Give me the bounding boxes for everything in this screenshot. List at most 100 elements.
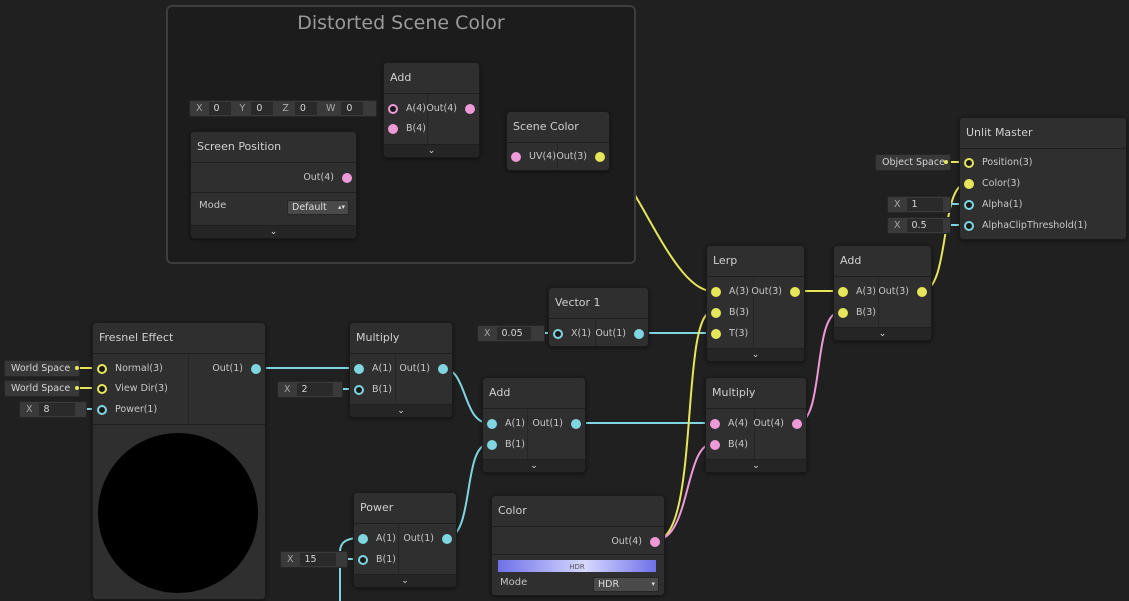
collapse-button[interactable]: ⌄ (354, 574, 456, 587)
port-dot-icon (634, 329, 644, 339)
node-title: Lerp (707, 246, 804, 277)
port-a[interactable]: A(3) (707, 285, 749, 299)
port-view-dir[interactable]: View Dir(3) (93, 382, 168, 396)
scene-color-node[interactable]: Scene Color UV(4) Out(3) (506, 111, 610, 171)
multiply-node-right[interactable]: Multiply A(4) B(4) Out(4) ⌄ (705, 377, 807, 473)
port-dot-icon (650, 537, 660, 547)
up-down-arrow-icon: ▾ (651, 580, 655, 588)
add-node-top[interactable]: Add A(4) B(4) Out(4) ⌄ (383, 62, 480, 158)
port-out[interactable]: Out(1) (399, 362, 452, 376)
mode-dropdown[interactable]: HDR▾ (593, 577, 659, 592)
chevron-down-icon: ⌄ (752, 461, 760, 471)
x-value[interactable]: 0 (208, 102, 231, 115)
alpha-clip-value[interactable]: 0.5 (906, 219, 943, 232)
port-a[interactable]: A(1) (354, 532, 396, 546)
node-title: Multiply (350, 323, 452, 354)
port-out[interactable]: Out(3) (751, 285, 804, 299)
port-color[interactable]: Color(3) (960, 177, 1020, 191)
port-a[interactable]: A(4) (384, 102, 426, 116)
port-t[interactable]: T(3) (707, 327, 748, 341)
port-out[interactable]: Out(4) (426, 102, 479, 116)
collapse-button[interactable]: ⌄ (350, 404, 452, 417)
port-x[interactable]: X(1) (549, 327, 591, 341)
vector1-x-value[interactable]: 0.05 (496, 327, 531, 340)
vector1-node[interactable]: Vector 1 X(1) Out(1) (548, 287, 649, 347)
port-a[interactable]: A(1) (350, 362, 392, 376)
port-dot-icon (465, 104, 475, 114)
port-dot-icon (571, 419, 581, 429)
fresnel-effect-node[interactable]: Fresnel Effect Normal(3) View Dir(3) Pow… (92, 322, 266, 600)
port-power[interactable]: Power(1) (93, 403, 157, 417)
port-a[interactable]: A(1) (483, 417, 525, 431)
collapse-button[interactable]: ⌄ (384, 144, 479, 157)
port-out[interactable]: Out(3) (556, 150, 609, 164)
port-dot-icon (388, 104, 398, 114)
port-a[interactable]: A(4) (706, 417, 748, 431)
port-a[interactable]: A(3) (834, 285, 876, 299)
node-title: Scene Color (507, 112, 609, 143)
port-out[interactable]: Out(1) (403, 532, 456, 546)
port-out[interactable]: Out(4) (753, 417, 806, 431)
object-space-pill[interactable]: Object Space (875, 154, 951, 171)
port-b[interactable]: B(1) (354, 553, 396, 567)
mode-dropdown[interactable]: Default▴▾ (287, 200, 349, 215)
collapse-button[interactable]: ⌄ (191, 225, 356, 238)
world-space-view-pill[interactable]: World Space (4, 380, 80, 397)
collapse-button[interactable]: ⌄ (707, 348, 804, 361)
add-node-right[interactable]: Add A(3) B(3) Out(3) ⌄ (833, 245, 932, 341)
port-out[interactable]: Out(3) (878, 285, 931, 299)
fresnel-power-value[interactable]: 8 (38, 403, 75, 416)
port-position[interactable]: Position(3) (960, 156, 1032, 170)
w-label: W (325, 103, 336, 114)
lerp-node[interactable]: Lerp A(3) B(3) T(3) Out(3) ⌄ (706, 245, 805, 362)
color-node[interactable]: Color Out(4) HDR Mode HDR▾ (491, 495, 665, 596)
chevron-down-icon: ⌄ (269, 227, 278, 237)
port-b[interactable]: B(4) (384, 122, 426, 136)
port-out[interactable]: Out(1) (595, 327, 648, 341)
chevron-down-icon: ⌄ (401, 576, 409, 586)
world-space-normal-pill[interactable]: World Space (4, 360, 80, 377)
port-out[interactable]: Out(4) (611, 535, 664, 549)
screen-position-node[interactable]: Screen Position Out(4) Mode Default▴▾ ⌄ (190, 131, 357, 239)
port-alpha-clip[interactable]: AlphaClipThreshold(1) (960, 219, 1087, 233)
w-value[interactable]: 0 (341, 102, 364, 115)
collapse-button[interactable]: ⌄ (483, 459, 585, 472)
port-dot-icon (964, 179, 974, 189)
port-out[interactable]: Out(4) (303, 171, 356, 185)
add-node-mid[interactable]: Add A(1) B(1) Out(1) ⌄ (482, 377, 586, 473)
y-value[interactable]: 0 (251, 102, 274, 115)
port-dot-icon (511, 152, 521, 162)
port-b[interactable]: B(1) (483, 438, 525, 452)
node-title: Vector 1 (549, 288, 648, 319)
power-node[interactable]: Power A(1) B(1) Out(1) ⌄ (353, 492, 457, 588)
port-b[interactable]: B(4) (706, 438, 748, 452)
port-b[interactable]: B(3) (707, 306, 749, 320)
port-out[interactable]: Out(1) (532, 417, 585, 431)
port-alpha[interactable]: Alpha(1) (960, 198, 1022, 212)
port-b[interactable]: B(3) (834, 306, 876, 320)
collapse-button[interactable]: ⌄ (834, 327, 931, 340)
unlit-master-node[interactable]: Unlit Master Position(3) Color(3) Alpha(… (959, 117, 1127, 240)
port-dot-icon (354, 364, 364, 374)
port-dot-icon (487, 440, 497, 450)
port-dot-icon (711, 308, 721, 318)
alpha-value[interactable]: 1 (906, 198, 943, 211)
multiply-b-value[interactable]: 2 (296, 383, 333, 396)
port-dot-icon (838, 287, 848, 297)
port-out[interactable]: Out(1) (212, 362, 265, 376)
power-b-value[interactable]: 15 (299, 553, 336, 566)
port-uv[interactable]: UV(4) (507, 150, 556, 164)
hdr-color-swatch[interactable]: HDR (498, 560, 656, 572)
multiply-node-mid[interactable]: Multiply A(1) B(1) Out(1) ⌄ (349, 322, 453, 418)
port-b[interactable]: B(1) (350, 383, 392, 397)
port-normal[interactable]: Normal(3) (93, 362, 163, 376)
collapse-button[interactable]: ⌄ (706, 459, 806, 472)
z-value[interactable]: 0 (294, 102, 317, 115)
